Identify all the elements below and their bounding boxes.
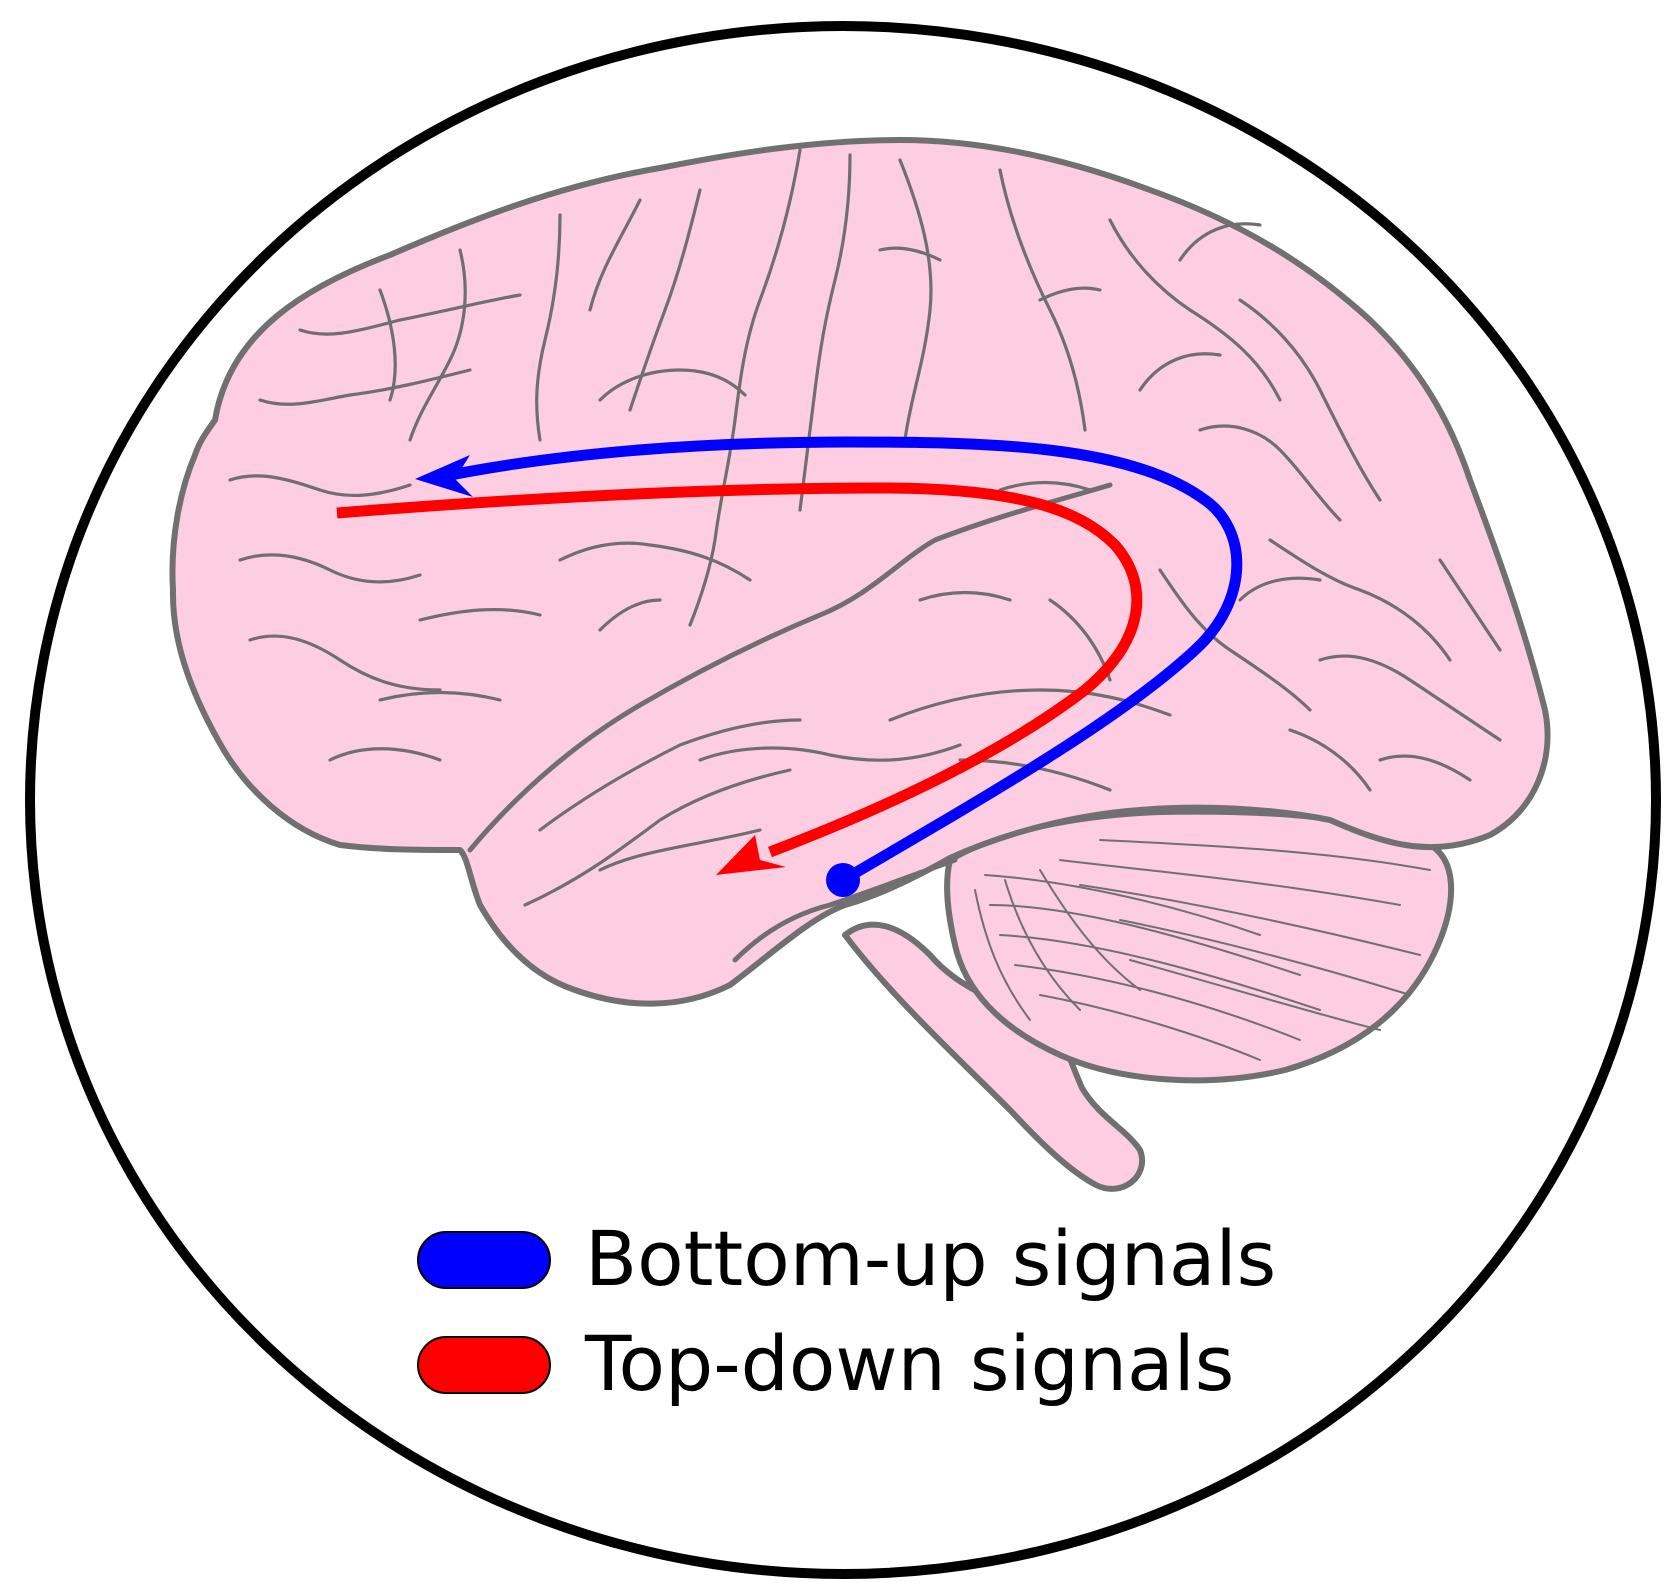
legend-swatch-bottom-up [417, 1231, 551, 1289]
legend: Bottom-up signals Top-down signals [417, 1214, 1276, 1408]
cerebellum-folia [974, 839, 1431, 1061]
brain-illustration [169, 137, 1551, 1192]
cerebellum [944, 808, 1454, 1084]
legend-label-top-down: Top-down signals [584, 1319, 1234, 1408]
bottom-up-origin-dot [826, 863, 860, 897]
bottom-up-signal-path [434, 436, 1243, 886]
cerebrum [169, 137, 1551, 1007]
top-down-arrowhead [716, 835, 786, 875]
legend-swatch-top-down [417, 1336, 551, 1394]
brain-sulci [228, 148, 1502, 963]
bottom-up-arrowhead [415, 455, 473, 497]
legend-label-bottom-up: Bottom-up signals [585, 1214, 1276, 1303]
top-down-signal-path [336, 482, 1143, 858]
signal-pathways [336, 436, 1243, 897]
brainstem [842, 921, 1145, 1192]
